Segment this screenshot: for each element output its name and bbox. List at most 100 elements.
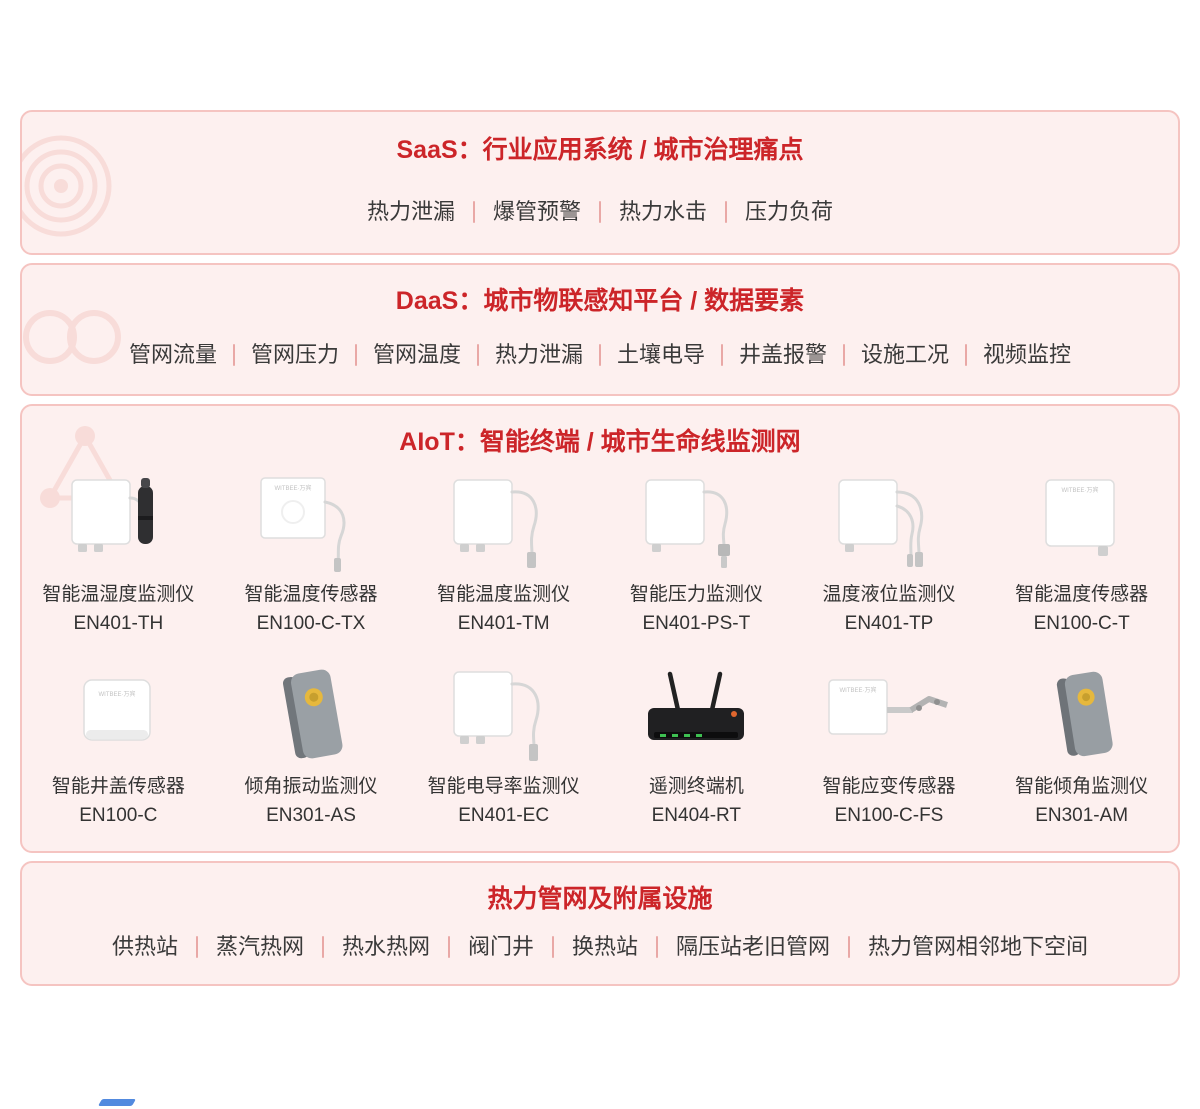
product-card: 倾角振动监测仪 EN301-AS <box>215 664 408 830</box>
product-name: 智能温度传感器 <box>244 584 378 605</box>
infra-band: 热力管网及附属设施 供热站 蒸汽热网 热水热网 阀门井 换热站 隔压站老旧管网 … <box>20 861 1180 986</box>
separator-bar <box>965 344 968 366</box>
device-brand-label: WITBEE·万宾 <box>274 484 311 492</box>
device-image-conductivity-monitor <box>424 664 584 766</box>
infinity-watermark-icon <box>23 310 121 364</box>
saas-items: 热力泄漏 爆管预警 热力水击 压力负荷 <box>367 197 833 227</box>
infra-item: 热水热网 <box>341 934 430 959</box>
product-model: EN301-AS <box>266 805 356 826</box>
product-card: WITBEE·万宾 智能温度传感器 EN100-C-T <box>985 472 1178 638</box>
daas-item: 设施工况 <box>861 342 950 367</box>
product-name: 智能压力监测仪 <box>629 584 763 605</box>
separator-bar <box>599 344 601 366</box>
infra-title: 热力管网及附属设施 <box>487 885 713 913</box>
device-brand-label: WITBEE·万宾 <box>839 686 876 694</box>
separator-bar <box>354 344 357 366</box>
product-model: EN100-C <box>79 805 158 826</box>
saas-item: 压力负荷 <box>745 199 834 224</box>
saas-band: SaaS：行业应用系统 / 城市治理痛点 热力泄漏 爆管预警 热力水击 压力负荷 <box>20 110 1180 255</box>
product-card: 智能电导率监测仪 EN401-EC <box>407 664 600 830</box>
target-watermark-icon <box>22 135 112 237</box>
product-card: WITBEE·万宾 智能井盖传感器 EN100-C <box>22 664 215 830</box>
product-model: EN404-RT <box>651 805 742 826</box>
product-name: 倾角振动监测仪 <box>244 776 378 797</box>
product-name: 智能倾角监测仪 <box>1015 776 1149 797</box>
separator-bar <box>447 936 450 958</box>
product-model: EN401-EC <box>458 805 550 826</box>
product-card: WITBEE·万宾 智能温度传感器 EN100-C-TX <box>215 472 408 638</box>
separator-bar <box>721 344 724 366</box>
aiot-band: AIoT：智能终端 / 城市生命线监测网 智能温湿度监测仪 EN <box>20 404 1180 853</box>
separator-bar <box>552 936 554 958</box>
aiot-product-grid: 智能温湿度监测仪 EN401-TH WITBEE·万宾 智能温度传感器 EN10… <box>22 472 1178 830</box>
device-brand-label: WITBEE·万宾 <box>99 690 136 698</box>
daas-item: 视频监控 <box>983 342 1072 367</box>
product-name: 智能应变传感器 <box>822 776 956 797</box>
daas-band: DaaS：城市物联感知平台 / 数据要素 管网流量 管网压力 管网温度 热力泄漏… <box>20 263 1180 396</box>
aiot-title: AIoT：智能终端 / 城市生命线监测网 <box>399 428 801 456</box>
product-card: 智能压力监测仪 EN401-PS-T <box>600 472 793 638</box>
separator-bar <box>725 201 728 223</box>
daas-item: 管网流量 <box>128 342 217 367</box>
separator-bar <box>472 201 475 223</box>
saas-item: 热力水击 <box>619 199 708 224</box>
infra-item: 隔压站老旧管网 <box>676 934 831 959</box>
product-model: EN100-C-T <box>1033 613 1130 634</box>
device-image-strain-sensor: WITBEE·万宾 <box>809 664 969 766</box>
product-name: 温度液位监测仪 <box>822 584 956 605</box>
device-image-tilt-monitor <box>1002 664 1162 766</box>
product-card: 遥测终端机 EN404-RT <box>600 664 793 830</box>
device-image-pressure-monitor <box>616 472 776 574</box>
product-model: EN401-TP <box>844 613 934 634</box>
daas-item: 管网压力 <box>250 342 339 367</box>
infra-item: 阀门井 <box>467 934 534 959</box>
separator-bar <box>848 936 851 958</box>
daas-item: 土壤电导 <box>617 342 706 367</box>
product-name: 智能温度传感器 <box>1015 584 1149 605</box>
device-image-level-monitor <box>809 472 969 574</box>
product-card: 智能倾角监测仪 EN301-AM <box>985 664 1178 830</box>
separator-bar <box>843 344 846 366</box>
separator-bar <box>599 201 601 223</box>
device-image-temp-sensor-box: WITBEE·万宾 <box>1002 472 1162 574</box>
product-model: EN301-AM <box>1035 805 1129 826</box>
product-name: 智能井盖传感器 <box>51 776 185 797</box>
separator-bar <box>476 344 479 366</box>
device-image-manhole-sensor: WITBEE·万宾 <box>38 664 198 766</box>
daas-item: 管网温度 <box>372 342 461 367</box>
separator-bar <box>656 936 659 958</box>
separator-bar <box>232 344 235 366</box>
saas-item: 爆管预警 <box>492 199 581 224</box>
infra-item: 供热站 <box>111 934 178 959</box>
daas-item: 井盖报警 <box>739 342 828 367</box>
separator-bar <box>321 936 324 958</box>
device-image-temp-humidity <box>38 472 198 574</box>
product-model: EN401-PS-T <box>642 613 751 634</box>
device-image-tilt-vibration <box>231 664 391 766</box>
product-model: EN401-TM <box>457 613 550 634</box>
daas-item: 热力泄漏 <box>494 342 583 367</box>
product-name: 智能温湿度监测仪 <box>42 584 195 605</box>
product-card: 智能温湿度监测仪 EN401-TH <box>22 472 215 638</box>
infra-item: 换热站 <box>572 934 639 959</box>
product-card: 温度液位监测仪 EN401-TP <box>793 472 986 638</box>
product-model: EN100-C-TX <box>256 613 366 634</box>
daas-title: DaaS：城市物联感知平台 / 数据要素 <box>395 287 805 315</box>
product-name: 遥测终端机 <box>648 776 744 797</box>
device-image-rtu-router <box>616 664 776 766</box>
product-model: EN401-TH <box>73 613 164 634</box>
infra-items: 供热站 蒸汽热网 热水热网 阀门井 换热站 隔压站老旧管网 热力管网相邻地下空间 <box>112 932 1088 962</box>
infra-item: 蒸汽热网 <box>215 934 304 959</box>
device-image-temp-sensor-panel: WITBEE·万宾 <box>231 472 391 574</box>
product-model: EN100-C-FS <box>834 805 944 826</box>
product-name: 智能温度监测仪 <box>437 584 571 605</box>
product-name: 智能电导率监测仪 <box>427 776 580 797</box>
device-brand-label: WITBEE·万宾 <box>1061 486 1098 494</box>
separator-bar <box>195 936 198 958</box>
saas-title: SaaS：行业应用系统 / 城市治理痛点 <box>396 136 804 164</box>
saas-item: 热力泄漏 <box>366 199 455 224</box>
bottom-left-blue-mark <box>97 1099 137 1106</box>
product-card: WITBEE·万宾 智能应变传感器 EN100-C-FS <box>793 664 986 830</box>
device-image-temp-monitor <box>424 472 584 574</box>
